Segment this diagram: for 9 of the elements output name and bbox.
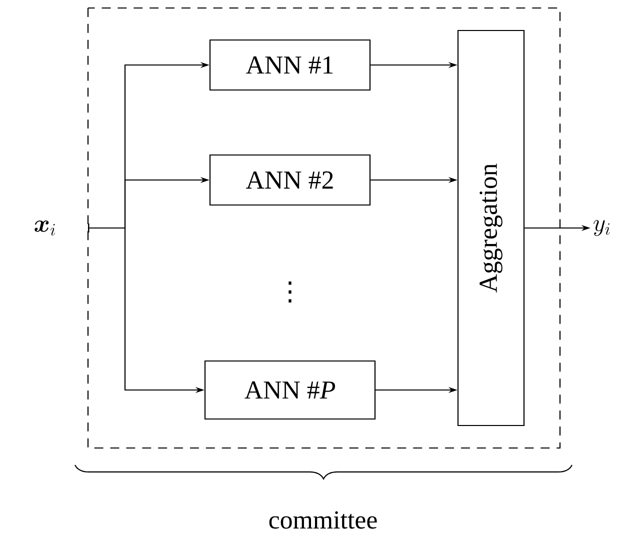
committee-frame — [87, 7, 561, 449]
math-label: $\boldsymbol{x}_i$ — [34, 220, 55, 236]
aggregation-box: Aggregation — [457, 30, 525, 426]
process-box: ANN #1 — [209, 39, 371, 91]
math-label: $y_i$ — [594, 220, 610, 236]
process-box: ANN #P — [204, 360, 376, 420]
ellipsis: ⋮ — [288, 282, 292, 302]
process-box: ANN #2 — [209, 154, 371, 206]
committee-label: committee — [269, 511, 377, 529]
